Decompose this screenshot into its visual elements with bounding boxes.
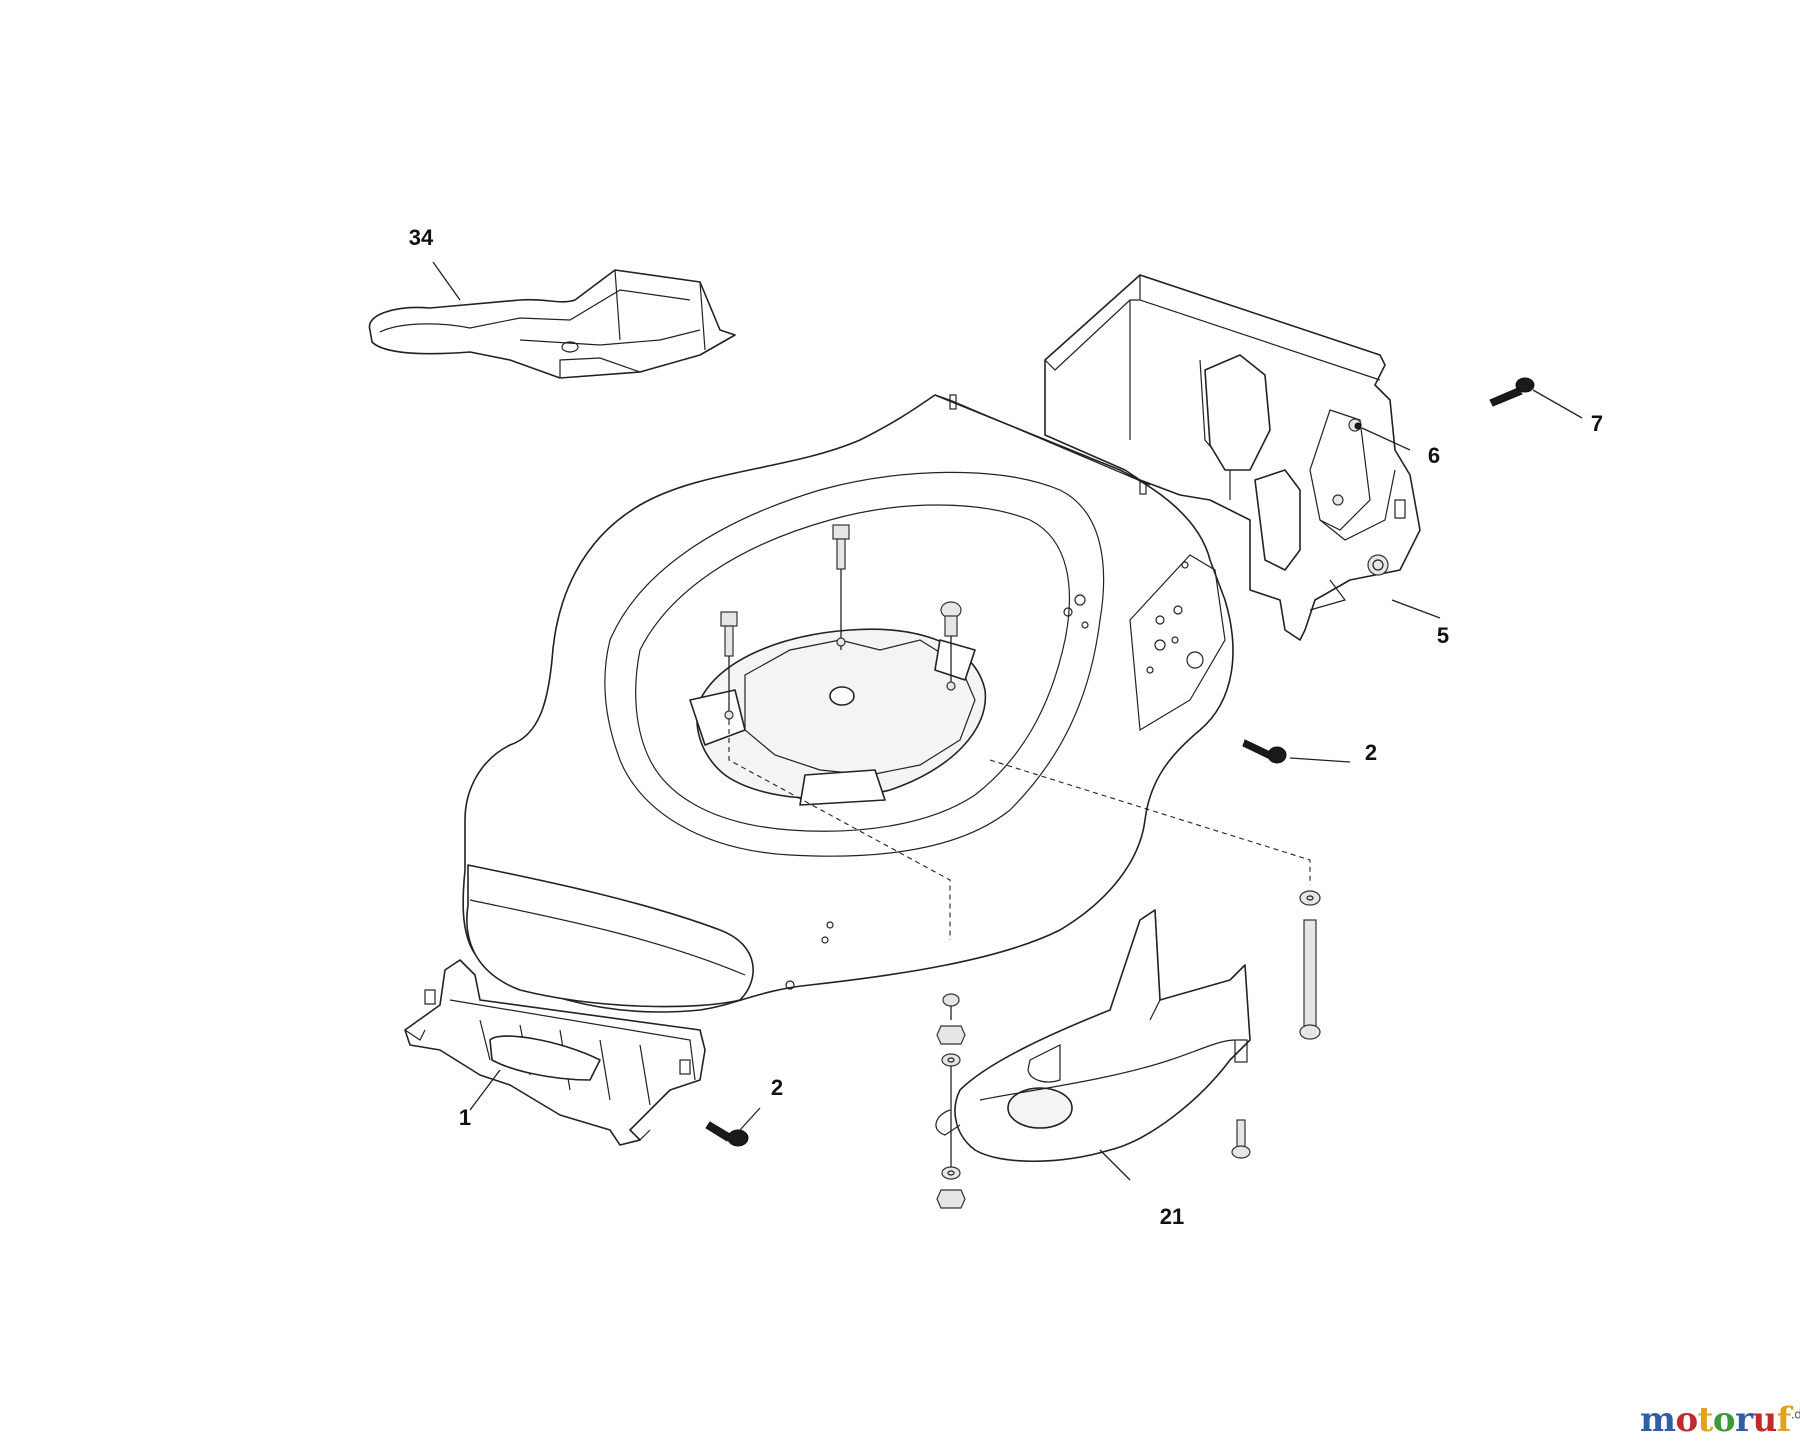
part-6-7-screws: [705, 377, 1535, 1147]
part-1-front-bracket: [404, 959, 706, 1146]
deck-bolts: [720, 524, 962, 720]
mower-deck-housing: [462, 394, 1234, 1013]
callout-5: 5: [1436, 623, 1450, 648]
leader-lines: [432, 261, 1583, 1181]
callout-2-lower: 2: [770, 1075, 784, 1100]
callout-1: 1: [458, 1105, 472, 1130]
part-2-right-screw: [1242, 739, 1287, 764]
lower-hardware-stack: [936, 890, 1321, 1209]
part-7-screw: [1489, 377, 1535, 407]
part-2-lower-screw: [705, 1121, 749, 1147]
motoruf-watermark-logo: motoruf.de: [1640, 1400, 1800, 1440]
part-34-cover: [368, 269, 736, 379]
part-5-rear-housing: [1044, 274, 1421, 641]
callout-7: 7: [1590, 411, 1604, 436]
callout-6: 6: [1427, 443, 1441, 468]
assembly-lines: [728, 720, 1311, 940]
part-21-mulch-cover: [935, 909, 1251, 1163]
callout-2-right: 2: [1364, 740, 1378, 765]
callout-21: 21: [1159, 1204, 1185, 1229]
callout-34: 34: [408, 225, 434, 250]
